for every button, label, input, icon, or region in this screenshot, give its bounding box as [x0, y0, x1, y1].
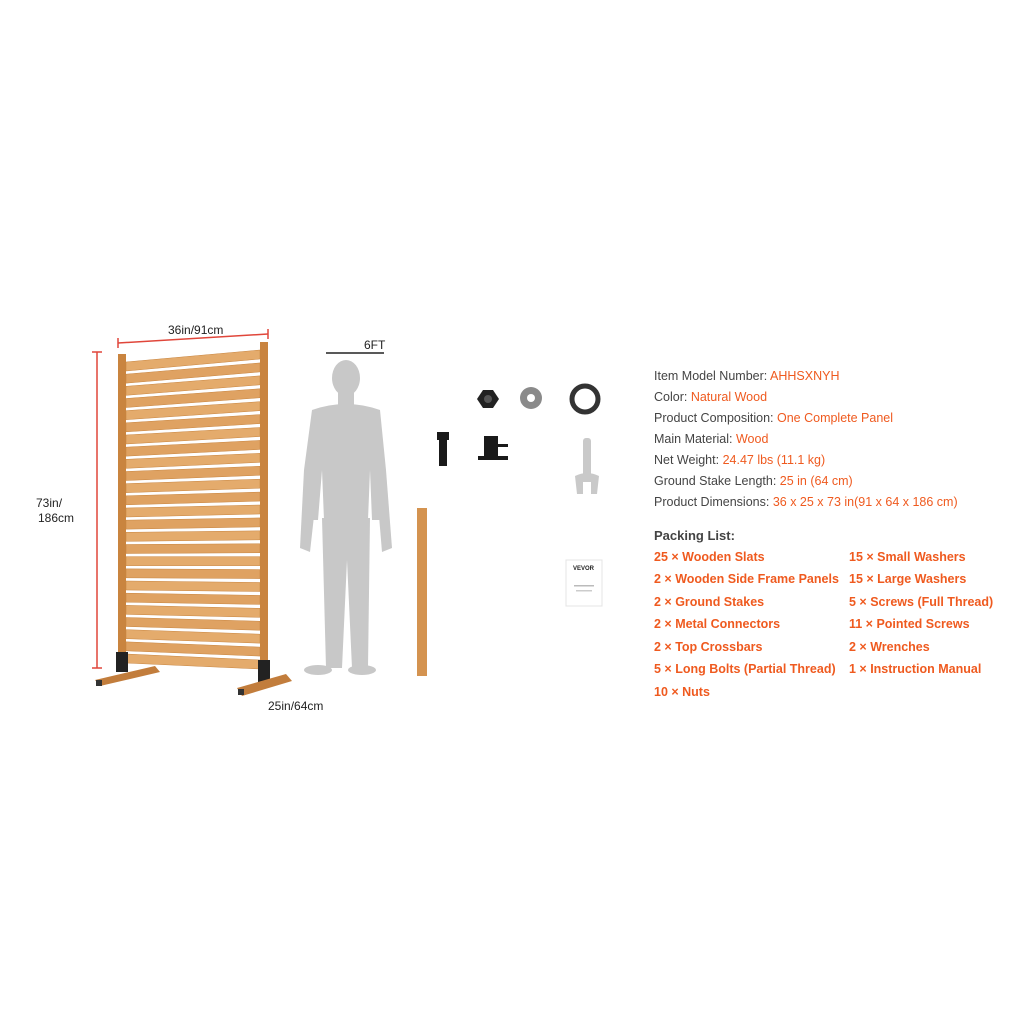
wrench-icon [575, 438, 599, 494]
fence-slat [125, 362, 261, 384]
person-height-label: 6FT [364, 338, 386, 352]
width-label: 36in/91cm [168, 323, 224, 337]
fence-slat [125, 617, 261, 631]
spec-color: Color: Natural Wood [654, 390, 768, 404]
spec-stake-length: Ground Stake Length: 25 in (64 cm) [654, 474, 853, 488]
fence-slat [125, 388, 261, 408]
ground-stake [417, 508, 427, 676]
fence-frame [118, 342, 268, 680]
fence-slat [125, 592, 261, 605]
fence-slat [125, 440, 261, 457]
fence-slat [125, 414, 261, 433]
packing-item: 15 × Large Washers [849, 572, 967, 586]
packing-item: 10 × Nuts [654, 685, 710, 699]
spec-composition: Product Composition: One Complete Panel [654, 411, 894, 425]
height-label-line1: 73in/ [36, 496, 63, 510]
depth-label: 25in/64cm [268, 699, 324, 713]
person-silhouette [300, 360, 392, 675]
packing-item: 15 × Small Washers [849, 550, 966, 564]
packing-item: 2 × Ground Stakes [654, 595, 765, 609]
packing-item: 1 × Instruction Manual [849, 662, 982, 676]
metal-connector-icon [478, 436, 508, 460]
fence-slat [125, 629, 261, 644]
fence-slat [125, 580, 261, 592]
packing-list-title: Packing List: [654, 528, 735, 543]
manual-brand-text: VEVOR [573, 566, 595, 572]
width-dimension-line [117, 329, 269, 348]
fence-slat [125, 568, 261, 579]
fence-slat [125, 375, 261, 396]
height-label-line2: 186cm [38, 511, 75, 525]
spec-dimensions: Product Dimensions: 36 x 25 x 73 in(91 x… [654, 495, 958, 509]
height-dimension-line [92, 351, 102, 669]
bolt-icon [437, 432, 449, 466]
fence-feet [95, 652, 292, 696]
fence-slat [125, 453, 261, 469]
spec-material: Main Material: Wood [654, 432, 769, 446]
instruction-manual-icon [565, 559, 603, 607]
fence-slat [125, 517, 261, 530]
fence-slat [125, 543, 261, 554]
fence-slat [125, 605, 261, 618]
fence-slat [125, 641, 261, 657]
packing-item: 5 × Screws (Full Thread) [849, 595, 994, 609]
fence-slat [125, 530, 261, 542]
fence-slat [125, 401, 261, 420]
packing-item: 2 × Top Crossbars [654, 640, 763, 654]
fence-slat [125, 465, 261, 481]
packing-item: 5 × Long Bolts (Partial Thread) [654, 662, 836, 676]
fence-slat [125, 491, 261, 506]
packing-item: 25 × Wooden Slats [654, 550, 765, 564]
fence-slat [125, 478, 261, 493]
packing-item: 2 × Wrenches [849, 640, 930, 654]
packing-item: 11 × Pointed Screws [849, 617, 970, 631]
large-washer-icon [569, 383, 601, 415]
small-washer-icon [520, 387, 542, 409]
packing-item: 2 × Wooden Side Frame Panels [654, 572, 839, 586]
fence-slat [125, 349, 261, 372]
packing-item: 2 × Metal Connectors [654, 617, 781, 631]
nut-icon [477, 390, 499, 408]
fence-slat [125, 504, 261, 518]
fence-slats [125, 349, 261, 670]
fence-slat [125, 653, 261, 670]
fence-slat [125, 556, 261, 566]
spec-model-number: Item Model Number: AHHSXNYH [654, 369, 840, 383]
spec-net-weight: Net Weight: 24.47 lbs (11.1 kg) [654, 453, 826, 467]
fence-slat [125, 427, 261, 445]
